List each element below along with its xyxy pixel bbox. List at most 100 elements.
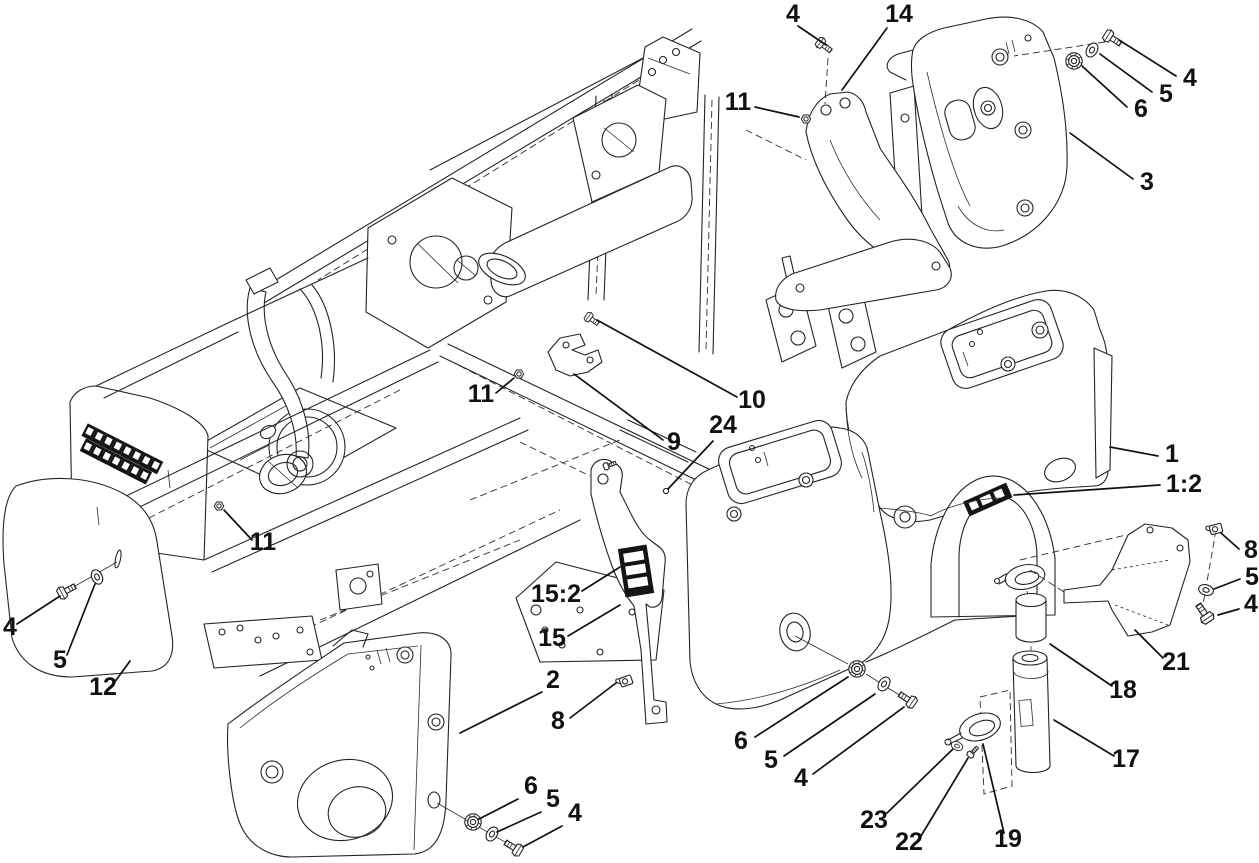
callout-label-5-15: 5 bbox=[1245, 563, 1259, 591]
clip-icon bbox=[1205, 522, 1224, 536]
leader-line bbox=[1053, 719, 1115, 757]
leader-line bbox=[573, 373, 664, 441]
leader-line bbox=[1118, 39, 1177, 77]
breather-canister bbox=[1012, 650, 1051, 774]
leader-line bbox=[1013, 484, 1161, 496]
leader-line bbox=[920, 757, 969, 837]
callout-label-2-29: 2 bbox=[546, 666, 560, 694]
leader-line bbox=[1109, 446, 1159, 457]
nut-icon bbox=[213, 501, 225, 511]
washer-icon bbox=[877, 676, 891, 692]
callout-label-10-7: 10 bbox=[738, 386, 766, 414]
leader-line bbox=[1069, 132, 1134, 180]
leader-line bbox=[1049, 643, 1113, 687]
callout-label-8-14: 8 bbox=[1244, 536, 1258, 564]
callout-label-24-9: 24 bbox=[709, 411, 737, 439]
callout-label-15-32: 15 bbox=[538, 624, 566, 652]
callout-label-5-4: 5 bbox=[1159, 80, 1173, 108]
warning-pictogram-decal bbox=[79, 423, 164, 485]
leader-line bbox=[581, 566, 621, 592]
upper-heat-shield bbox=[886, 16, 1068, 249]
bolt-icon bbox=[814, 36, 834, 54]
leader-line bbox=[667, 440, 714, 490]
leader-line bbox=[841, 27, 888, 91]
callout-label-21-17: 21 bbox=[1162, 648, 1190, 676]
fender-decal bbox=[963, 482, 1013, 517]
leader-line bbox=[1099, 53, 1153, 93]
leader-line bbox=[1213, 578, 1241, 590]
callout-label-4-28: 4 bbox=[568, 799, 582, 827]
latch-decal bbox=[617, 544, 655, 598]
bolt-icon bbox=[503, 839, 525, 857]
leader-line bbox=[982, 743, 1005, 834]
callout-label-19-20: 19 bbox=[994, 825, 1022, 853]
leader-line bbox=[16, 595, 61, 625]
leader-line bbox=[495, 377, 515, 394]
leader-line bbox=[66, 583, 96, 656]
leader-line bbox=[1217, 608, 1240, 616]
washer-icon bbox=[1198, 584, 1214, 596]
locknut-icon bbox=[464, 813, 482, 831]
callout-label-4-25: 4 bbox=[794, 764, 808, 792]
bolt-icon bbox=[1195, 602, 1215, 625]
leader-line bbox=[223, 509, 253, 541]
leader-line bbox=[754, 106, 800, 118]
leader-line bbox=[1134, 629, 1164, 659]
callout-label-9-8: 9 bbox=[667, 428, 681, 456]
leader-line bbox=[567, 604, 621, 637]
breather-assembly bbox=[944, 563, 1051, 795]
locknut-icon bbox=[848, 660, 866, 678]
belt-cover bbox=[227, 629, 452, 858]
callout-label-6-26: 6 bbox=[524, 772, 538, 800]
callout-label-6-5: 6 bbox=[1134, 95, 1148, 123]
leader-line bbox=[522, 825, 563, 848]
screw-icon bbox=[602, 460, 617, 471]
callout-label-6-23: 6 bbox=[734, 727, 748, 755]
leader-line bbox=[886, 748, 954, 814]
foam-element bbox=[1015, 592, 1047, 643]
clip-icon bbox=[615, 674, 634, 688]
callout-label-22-22: 22 bbox=[895, 828, 923, 856]
hardware-fasteners bbox=[55, 29, 1224, 857]
bolt-icon bbox=[583, 311, 600, 327]
guard-plate bbox=[2, 477, 174, 678]
callout-label-4-0: 4 bbox=[786, 0, 800, 28]
callout-label-23-21: 23 bbox=[860, 806, 888, 834]
shield-bolts bbox=[980, 48, 1034, 217]
screw-icon bbox=[966, 745, 980, 759]
callout-label-11-11: 11 bbox=[250, 528, 277, 556]
callout-label-3-6: 3 bbox=[1140, 168, 1154, 196]
callout-label-4-16: 4 bbox=[1244, 590, 1258, 618]
callout-label-15:2-31: 15:2 bbox=[531, 580, 581, 608]
nut-icon bbox=[513, 369, 525, 379]
callout-label-11-10: 11 bbox=[468, 380, 495, 408]
callout-label-1-12: 1 bbox=[1165, 440, 1179, 468]
lower-deflector-shield bbox=[1063, 523, 1191, 637]
hose-clamp bbox=[944, 712, 1001, 746]
callout-leader-lines bbox=[16, 25, 1241, 848]
nut-icon bbox=[800, 114, 812, 124]
support-bracket bbox=[775, 85, 952, 312]
leader-line bbox=[496, 811, 542, 833]
leader-line bbox=[797, 25, 827, 46]
callout-label-4-3: 4 bbox=[1183, 64, 1197, 92]
leader-line bbox=[754, 676, 849, 738]
callout-label-11-2: 11 bbox=[725, 88, 752, 116]
leader-line bbox=[596, 319, 738, 398]
latch-bracket bbox=[590, 458, 668, 725]
callout-label-12-35: 12 bbox=[89, 673, 117, 701]
leader-line bbox=[812, 706, 905, 775]
washer-icon bbox=[950, 741, 964, 751]
leader-line bbox=[1081, 65, 1128, 108]
callout-label-8-30: 8 bbox=[551, 707, 565, 735]
dot-icon bbox=[662, 487, 670, 495]
callout-label-5-24: 5 bbox=[764, 746, 778, 774]
breather-elbow bbox=[993, 563, 1046, 591]
callout-label-5-27: 5 bbox=[546, 785, 560, 813]
callout-label-4-33: 4 bbox=[3, 613, 17, 641]
bolt-icon bbox=[897, 691, 919, 709]
callout-label-14-1: 14 bbox=[885, 0, 913, 28]
